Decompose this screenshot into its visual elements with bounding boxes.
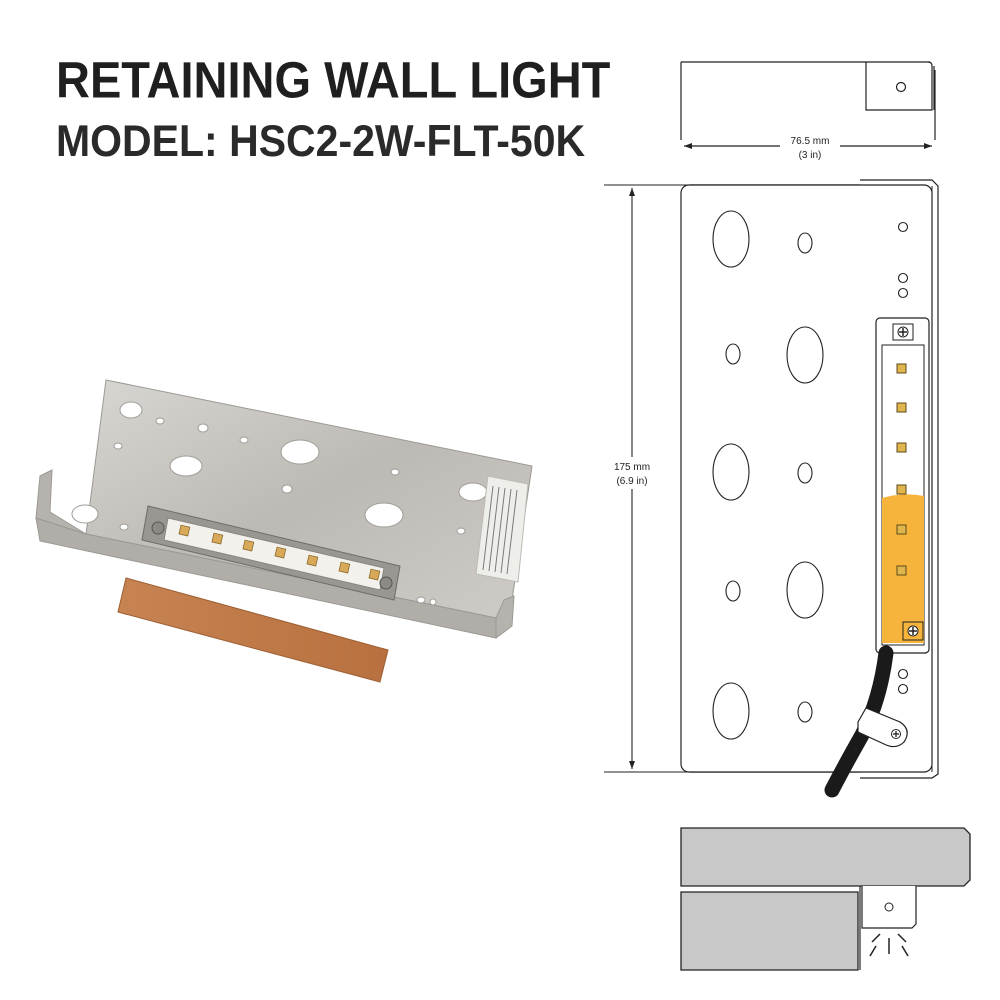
left-tab [35,469,87,535]
front-holes [712,210,909,740]
led-chips [178,524,381,581]
plate-holes [71,401,488,606]
label-text-lines [482,485,518,575]
product-title: RETAINING WALL LIGHT [56,51,611,109]
installation-section [680,827,971,971]
height-label-bg [600,457,664,489]
width-mm-label: 76.5 mm [791,136,830,147]
power-cable [824,645,894,798]
front-screw-bottom [902,621,924,641]
screw-right [379,576,393,590]
light-rays [869,933,909,957]
height-mm-label: 175 mm [614,462,650,473]
warning-label [475,475,529,583]
front-screw-top [892,323,914,341]
width-label-bg [780,131,840,163]
front-led-chips [896,363,907,576]
width-in-label: (3 in) [799,150,822,161]
fixture-section [861,886,917,929]
screw-left [151,521,165,535]
height-in-label: (6.9 in) [616,476,647,487]
front-view-drawing [604,179,939,798]
model-number: MODEL: HSC2-2W-FLT-50K [56,116,586,166]
right-tab [495,595,515,639]
lens-cover [117,577,389,683]
wall-body [680,891,859,971]
wall-cap [680,827,971,887]
product-photo [35,379,533,683]
